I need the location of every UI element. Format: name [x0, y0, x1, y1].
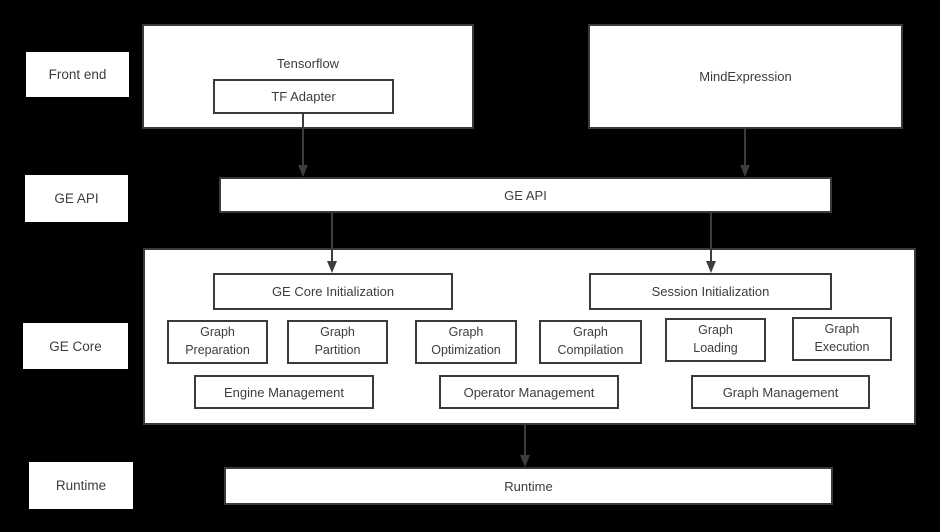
graph-loading-box: Graph Loading	[665, 318, 766, 362]
layer-label-runtime: Runtime	[29, 462, 133, 509]
graph-compilation-box: Graph Compilation	[539, 320, 642, 364]
layer-label-front-end: Front end	[26, 52, 129, 97]
graph-management-box: Graph Management	[691, 375, 870, 409]
ge-core-box: GE Core Initialization Session Initializ…	[143, 248, 916, 425]
graph-partition-box: Graph Partition	[287, 320, 388, 364]
mindexpression-box: MindExpression	[588, 24, 903, 129]
tensorflow-box: Tensorflow TF Adapter	[142, 24, 474, 129]
graph-optimization-box: Graph Optimization	[415, 320, 517, 364]
arrow-line	[744, 129, 746, 167]
runtime-bar: Runtime	[224, 467, 833, 505]
engine-management-box: Engine Management	[194, 375, 374, 409]
arrow-head-icon	[740, 165, 750, 177]
layer-label-ge-api: GE API	[25, 175, 128, 222]
ge-core-initialization-box: GE Core Initialization	[213, 273, 453, 310]
arrow-tf-adapter-to-ge-api	[298, 114, 308, 177]
arrow-head-icon	[706, 261, 716, 273]
tensorflow-title: Tensorflow	[276, 56, 340, 71]
arrow-line	[524, 425, 526, 457]
arrow-head-icon	[520, 455, 530, 467]
arrow-line	[331, 212, 333, 263]
arrow-ge-core-to-runtime	[520, 425, 530, 467]
tf-adapter-box: TF Adapter	[213, 79, 394, 114]
arrow-head-icon	[298, 165, 308, 177]
arrow-line	[710, 212, 712, 263]
arrow-mindexpression-to-ge-api	[740, 129, 750, 177]
graph-execution-box: Graph Execution	[792, 317, 892, 361]
graph-preparation-box: Graph Preparation	[167, 320, 268, 364]
arrow-ge-api-to-session-initialization	[706, 212, 716, 273]
arrow-ge-api-to-ge-core-initialization	[327, 212, 337, 273]
ge-api-bar: GE API	[219, 177, 832, 213]
arrow-head-icon	[327, 261, 337, 273]
layer-label-ge-core: GE Core	[23, 323, 128, 369]
arrow-line	[302, 114, 304, 167]
operator-management-box: Operator Management	[439, 375, 619, 409]
session-initialization-box: Session Initialization	[589, 273, 832, 310]
